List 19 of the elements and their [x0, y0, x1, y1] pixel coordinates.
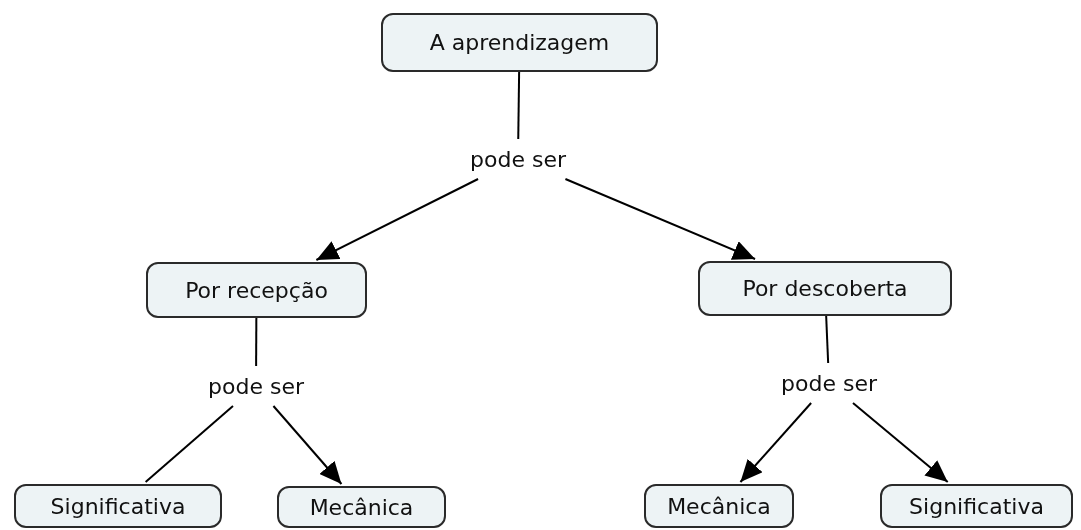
arrow: [272, 405, 343, 485]
connector-line: [517, 71, 521, 140]
concept-box: Significativa: [14, 484, 222, 528]
connector-line: [144, 405, 234, 483]
linking-phrase: pode ser: [191, 370, 321, 402]
arrow: [564, 178, 757, 260]
linking-phrase: pode ser: [455, 143, 581, 175]
concept-box: Mecânica: [277, 486, 446, 528]
concept-box: Mecânica: [644, 484, 794, 528]
arrow: [315, 178, 480, 261]
concept-box: Por descoberta: [698, 261, 952, 316]
concept-box: A aprendizagem: [381, 13, 658, 72]
arrow: [852, 402, 949, 483]
concept-box: Significativa: [880, 484, 1073, 528]
concept-box: Por recepção: [146, 262, 367, 318]
connector-line: [825, 315, 830, 364]
connector-line: [255, 317, 258, 367]
arrow: [739, 402, 813, 483]
linking-phrase: pode ser: [765, 367, 893, 399]
